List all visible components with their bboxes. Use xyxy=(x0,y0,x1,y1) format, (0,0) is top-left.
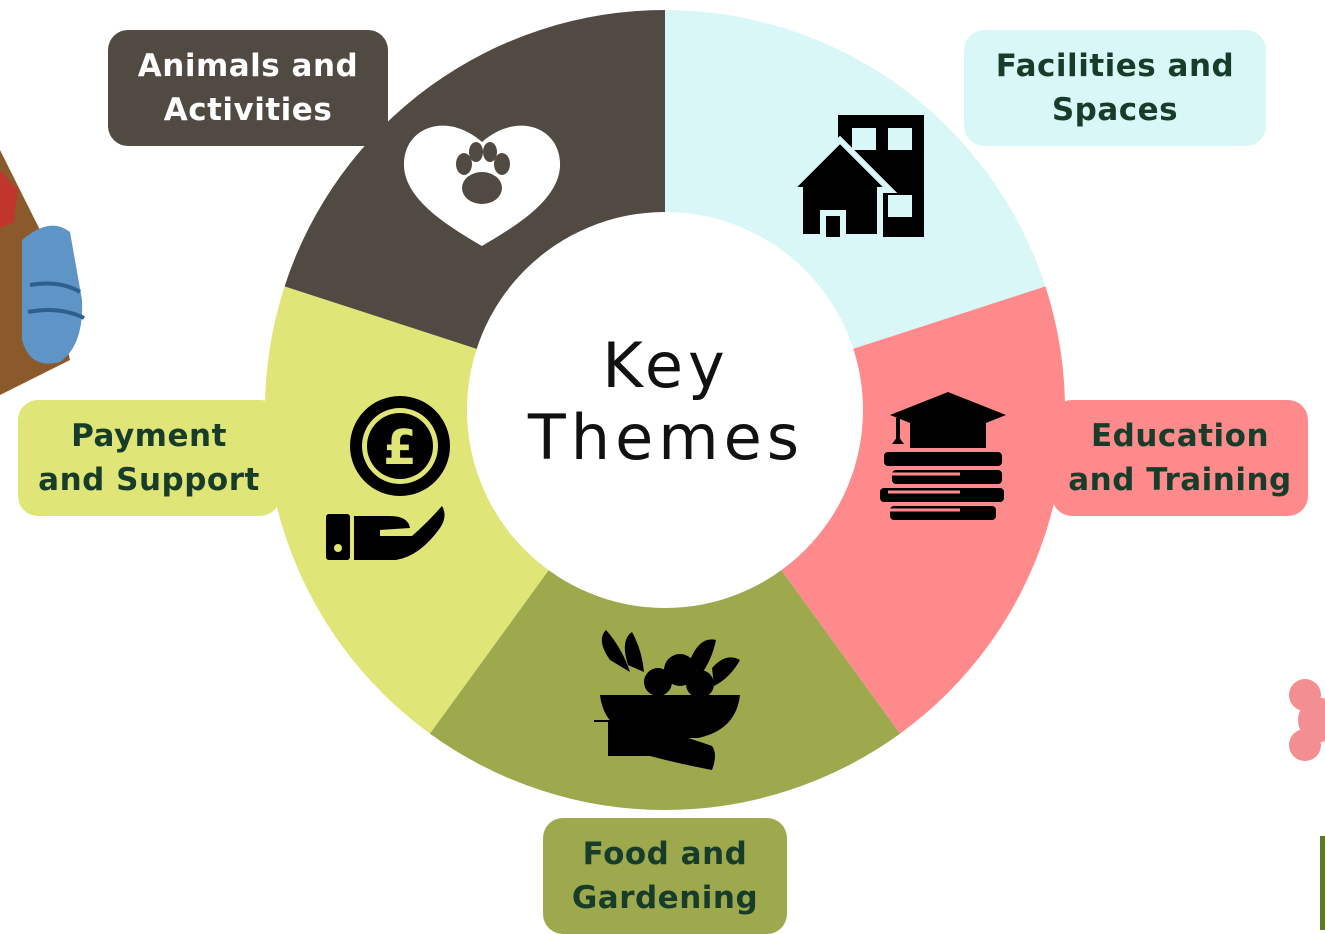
flower-clipart xyxy=(1289,679,1325,930)
theme-label-line: Animals and xyxy=(137,48,359,84)
theme-label-line: Spaces xyxy=(1051,92,1179,128)
theme-label-line: Payment xyxy=(71,418,227,454)
center-title-line: Key xyxy=(602,329,730,402)
svg-text:£: £ xyxy=(383,420,416,476)
theme-label-line: Education xyxy=(1090,418,1270,454)
thumbs-up-clipart xyxy=(0,150,85,395)
theme-label-line: and Training xyxy=(1068,462,1292,498)
theme-label-line: Gardening xyxy=(571,880,759,916)
center-title-line: Themes xyxy=(527,401,805,474)
paw-heart-icon xyxy=(403,125,561,246)
theme-label-facilities: Facilities and Spaces xyxy=(964,30,1266,146)
center-title: Key Themes xyxy=(470,330,862,474)
theme-label-line: and Support xyxy=(38,462,260,498)
theme-label-line: Food and xyxy=(582,836,748,872)
theme-label-animals: Animals and Activities xyxy=(108,30,388,146)
pound-coin-hand-icon: £ xyxy=(326,396,450,560)
theme-label-payment: Payment and Support xyxy=(18,400,280,516)
center-circle xyxy=(467,212,863,608)
theme-label-line: Facilities and xyxy=(995,48,1235,84)
theme-label-line: Activities xyxy=(163,92,333,128)
theme-label-food: Food and Gardening xyxy=(543,818,787,934)
segment-food xyxy=(429,410,901,811)
food-bowl-hand-icon xyxy=(594,630,740,770)
graduation-books-icon xyxy=(880,392,1006,520)
theme-label-education: Education and Training xyxy=(1052,400,1308,516)
buildings-icon xyxy=(782,115,924,240)
